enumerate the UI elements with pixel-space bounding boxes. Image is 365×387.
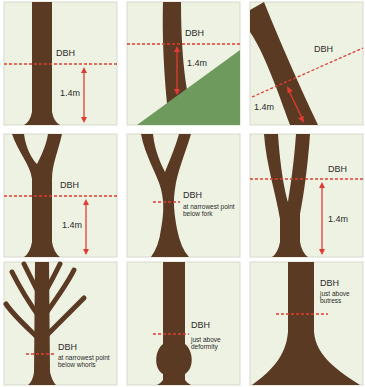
note-text: just above butress (320, 290, 360, 305)
slope-tree (127, 2, 240, 125)
dbh-line (26, 353, 54, 354)
slope (137, 50, 240, 125)
dbh-label: DBH (314, 44, 333, 55)
measurement-panel: DBH just above deformity (127, 262, 240, 385)
dbh-line (153, 201, 180, 202)
trunk (163, 2, 187, 104)
height-label: 1.4m (254, 102, 274, 113)
dbh-line (4, 63, 117, 64)
height-label: 1.4m (328, 214, 348, 225)
panel-grounds (4, 2, 363, 385)
arrow-head (319, 182, 325, 255)
arrow-head (287, 86, 304, 123)
height-arrow (321, 187, 322, 250)
trunk (156, 262, 192, 385)
dbh-label: DBH (56, 48, 75, 59)
note-text: at narrowest point below fork (183, 203, 237, 218)
arrow-head (83, 199, 89, 255)
dbh-label: DBH (183, 190, 202, 201)
measurement-panel: DBHjust above butress (250, 262, 363, 385)
height-arrow (289, 91, 302, 118)
panel-ground (127, 2, 240, 125)
measurement-panel: DBH 1.4m (4, 2, 117, 125)
measurement-panel: DBH 1.4m (4, 134, 117, 257)
dbh-line (276, 313, 328, 314)
panel-ground (4, 2, 117, 125)
dbh-line (127, 43, 240, 44)
forked-tree (250, 134, 363, 257)
measurement-panel: DBH at narrowest point below fork (127, 134, 240, 257)
height-label: 1.4m (60, 88, 80, 99)
measurement-panel: DBH 1.4m (250, 2, 363, 125)
measurement-panel: DBH 1.4m (127, 2, 240, 125)
note-text: at narrowest point below whorls (58, 354, 114, 369)
height-label: 1.4m (187, 58, 207, 69)
arrow-head (81, 67, 87, 123)
dbh-label: DBH (185, 28, 204, 39)
trunk (252, 262, 360, 385)
trunk (264, 134, 310, 257)
dbh-line (153, 333, 189, 334)
panel-ground (4, 134, 117, 257)
dbh-line (4, 195, 117, 196)
straight-tree (4, 2, 117, 125)
panel-ground (250, 134, 363, 257)
measurement-panel: DBHat narrowest point below whorls (4, 262, 117, 385)
height-arrow (85, 204, 86, 250)
panel-ground (127, 262, 240, 385)
panel-ground (4, 262, 117, 385)
dbh-line (250, 178, 363, 179)
dbh-label: DBH (60, 180, 79, 191)
height-label: 1.4m (62, 220, 82, 231)
forked-tree (4, 134, 117, 257)
dbh-label: DBH (58, 342, 77, 353)
dbh-line (252, 48, 363, 97)
panel-ground (127, 134, 240, 257)
height-arrow (83, 72, 84, 118)
dbh-label: DBH (328, 164, 347, 175)
trunk (28, 262, 56, 385)
arrow-head (174, 46, 180, 95)
panel-ground (250, 2, 363, 125)
dbh-label: DBH (191, 320, 210, 331)
leaning-tree (250, 2, 363, 125)
panel-ground (250, 262, 363, 385)
deformed-tree (153, 262, 192, 385)
height-arrow (176, 51, 177, 90)
buttressed-tree (252, 262, 360, 385)
dbh-label: DBH (320, 278, 339, 289)
trunk (250, 2, 318, 125)
note-text: just above deformity (191, 336, 237, 351)
measurement-panel: DBH 1.4m (250, 134, 363, 257)
